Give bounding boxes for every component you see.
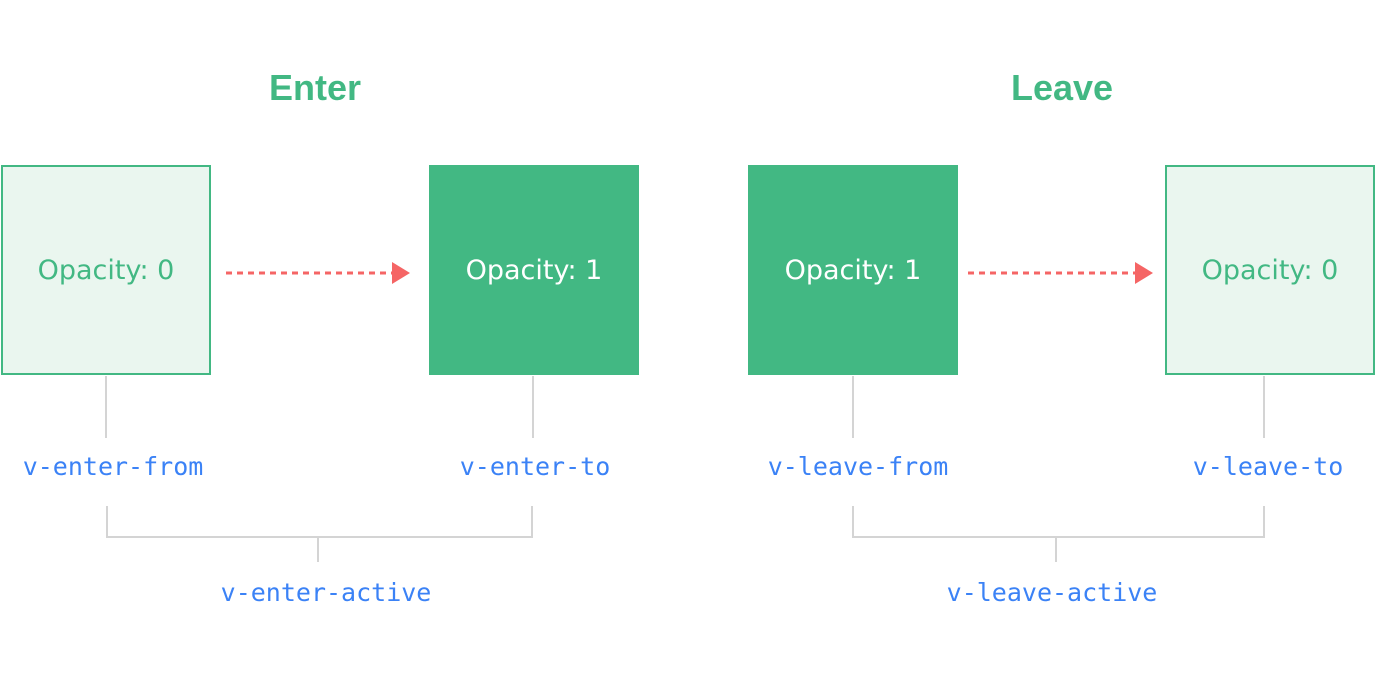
enter-from-class-label: v-enter-from — [22, 452, 204, 481]
leave-to-box-label: Opacity: 0 — [1201, 254, 1339, 286]
enter-transition-arrow — [226, 262, 410, 284]
leave-active-class-label: v-leave-active — [946, 578, 1158, 607]
leave-transition-arrow — [968, 262, 1153, 284]
leave-to-class-label: v-leave-to — [1192, 452, 1344, 481]
leave-arrowhead-icon — [1135, 262, 1153, 284]
leave-from-box: Opacity: 1 — [748, 165, 958, 375]
enter-heading: Enter — [268, 67, 362, 108]
leave-heading: Leave — [1010, 67, 1114, 108]
enter-active-class-label: v-enter-active — [220, 578, 432, 607]
leave-from-class-label: v-leave-from — [767, 452, 949, 481]
enter-to-box-label: Opacity: 1 — [465, 254, 603, 286]
enter-arrowhead-icon — [392, 262, 410, 284]
enter-from-box: Opacity: 0 — [1, 165, 211, 375]
enter-to-box: Opacity: 1 — [429, 165, 639, 375]
leave-active-bracket — [852, 506, 1265, 562]
enter-active-bracket — [106, 506, 533, 562]
enter-to-class-label: v-enter-to — [459, 452, 611, 481]
leave-from-box-label: Opacity: 1 — [784, 254, 922, 286]
enter-from-box-label: Opacity: 0 — [37, 254, 175, 286]
leave-to-box: Opacity: 0 — [1165, 165, 1375, 375]
